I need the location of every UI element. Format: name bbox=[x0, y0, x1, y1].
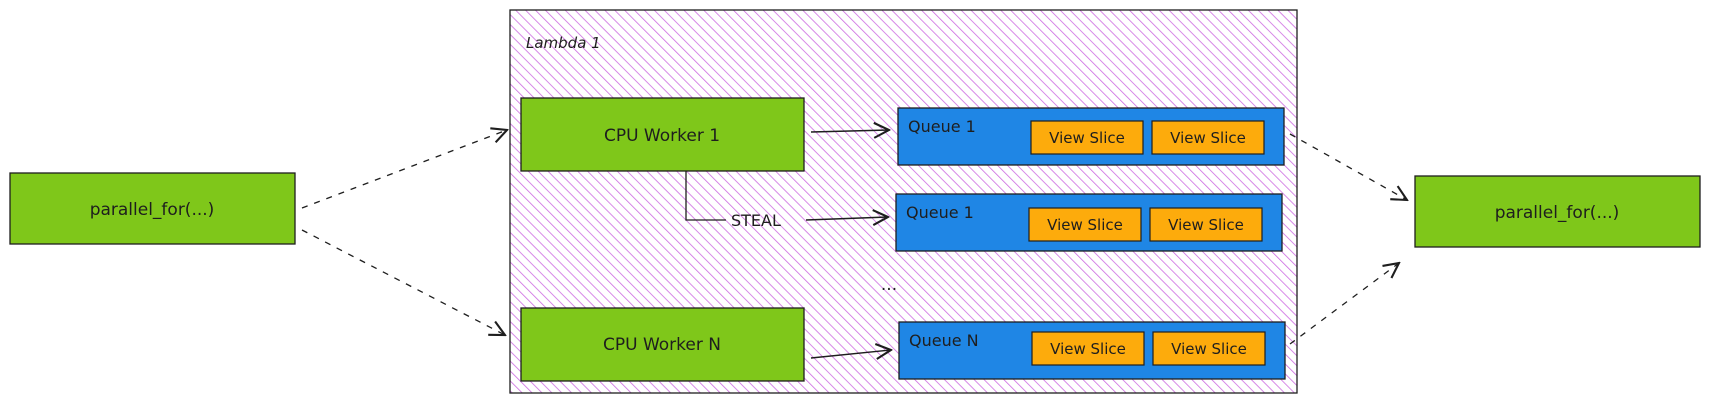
cpu-worker-1-label: CPU Worker 1 bbox=[604, 126, 720, 146]
right-parallel-for-label: parallel_for(...) bbox=[1495, 203, 1620, 223]
left-parallel-for-label: parallel_for(...) bbox=[90, 200, 215, 220]
view-slice-box: View Slice bbox=[1151, 120, 1265, 155]
view-slice-label: View Slice bbox=[1050, 340, 1126, 358]
view-slice-label: View Slice bbox=[1047, 216, 1123, 234]
queue-1-node: Queue 1 View Slice View Slice bbox=[897, 107, 1285, 166]
dashed-arrow-to-worker-n bbox=[301, 229, 505, 335]
view-slice-label: View Slice bbox=[1171, 340, 1247, 358]
more-queues-ellipsis: ... bbox=[881, 275, 897, 295]
dashed-arrow-to-worker-1 bbox=[301, 130, 507, 209]
steal-label: STEAL bbox=[731, 211, 781, 230]
view-slice-label: View Slice bbox=[1168, 216, 1244, 234]
view-slice-box: View Slice bbox=[1031, 331, 1145, 366]
steal-arrow bbox=[805, 217, 888, 220]
cpu-worker-1-node: CPU Worker 1 bbox=[520, 97, 805, 172]
arrow-worker-n-to-queue-n bbox=[810, 350, 891, 358]
view-slice-box: View Slice bbox=[1152, 331, 1266, 366]
view-slice-label: View Slice bbox=[1049, 129, 1125, 147]
queue-1-steal-label: Queue 1 bbox=[906, 203, 974, 222]
dashed-arrow-from-queue-n bbox=[1289, 263, 1399, 345]
queue-1-steal-node: Queue 1 View Slice View Slice bbox=[895, 193, 1283, 252]
dashed-arrow-from-queue-1 bbox=[1289, 133, 1407, 200]
view-slice-box: View Slice bbox=[1028, 207, 1142, 242]
arrow-worker-1-to-queue-1 bbox=[810, 130, 889, 132]
view-slice-box: View Slice bbox=[1149, 207, 1263, 242]
cpu-worker-n-label: CPU Worker N bbox=[603, 335, 721, 355]
lambda-title: Lambda 1 bbox=[526, 34, 601, 52]
steal-connector-line bbox=[685, 171, 726, 221]
queue-1-label: Queue 1 bbox=[908, 117, 976, 136]
right-parallel-for-node: parallel_for(...) bbox=[1414, 175, 1701, 248]
left-parallel-for-node: parallel_for(...) bbox=[9, 172, 296, 245]
view-slice-label: View Slice bbox=[1170, 129, 1246, 147]
cpu-worker-n-node: CPU Worker N bbox=[520, 307, 805, 382]
queue-n-node: Queue N View Slice View Slice bbox=[898, 321, 1286, 380]
queue-n-label: Queue N bbox=[909, 331, 979, 350]
view-slice-box: View Slice bbox=[1030, 120, 1144, 155]
